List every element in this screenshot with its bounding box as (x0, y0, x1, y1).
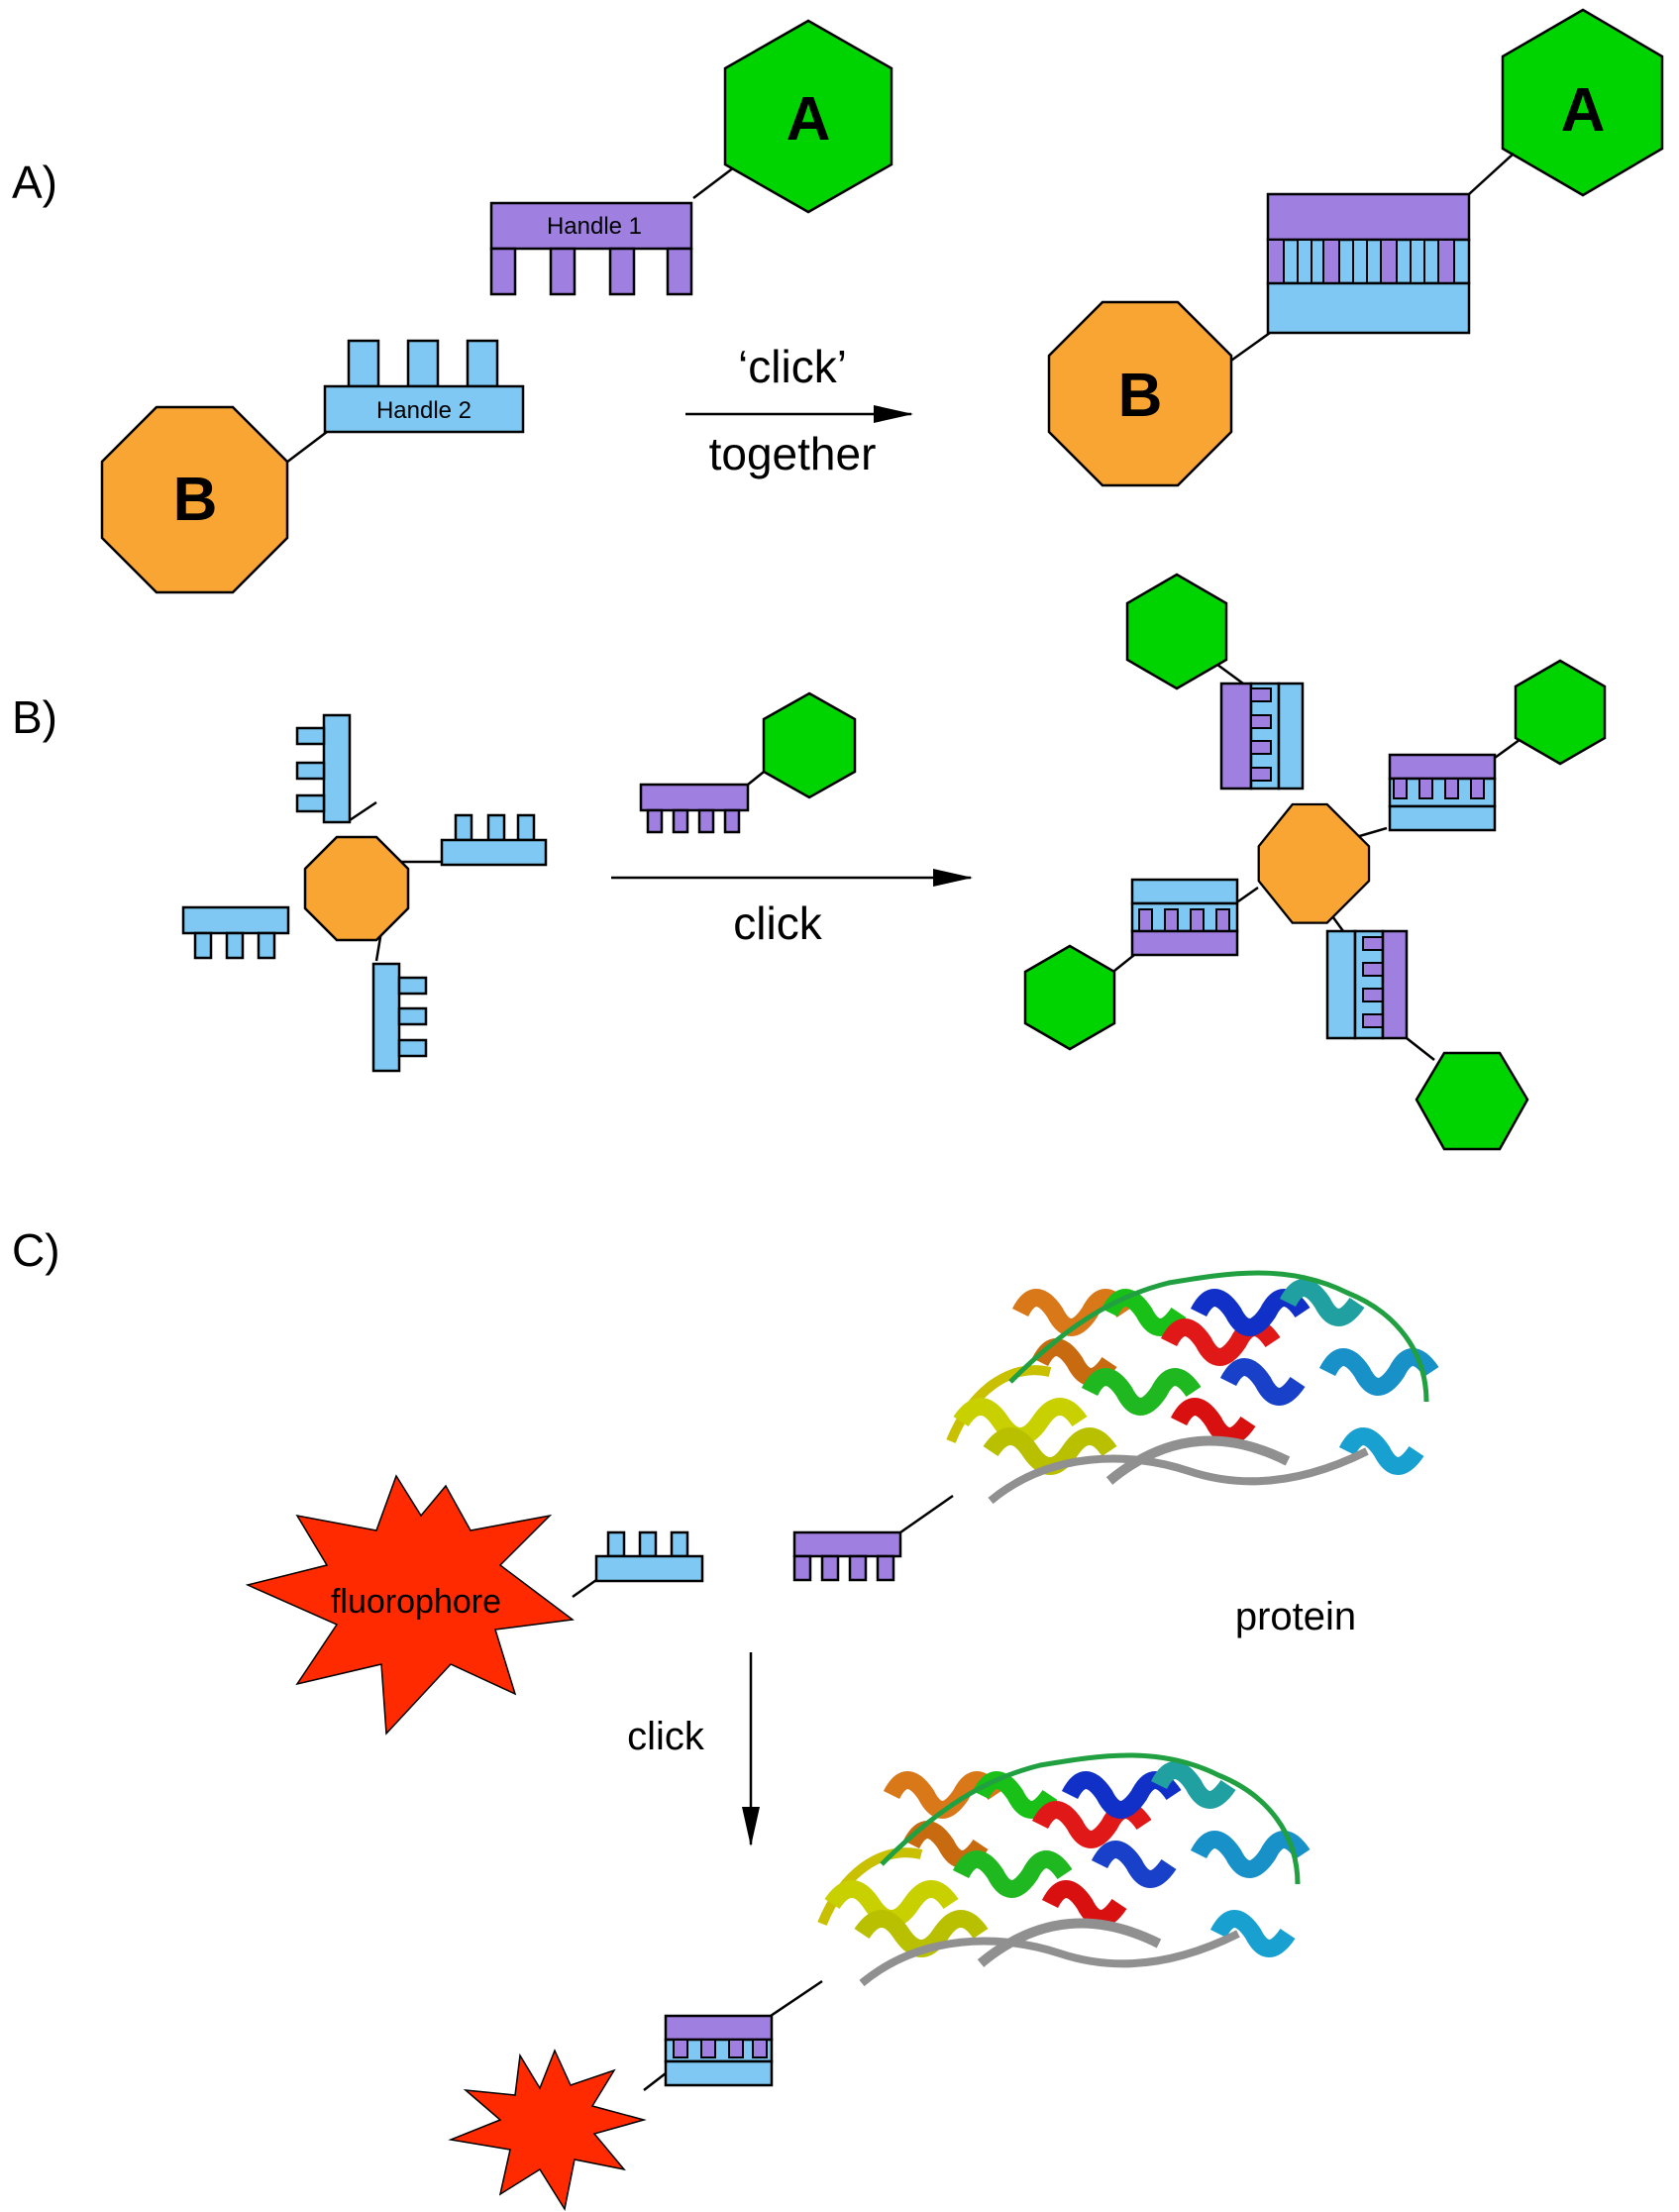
arrow-label: click (627, 1715, 705, 1758)
handle-1 (489, 201, 693, 296)
linker-line (346, 800, 377, 824)
linker-line (1406, 1037, 1435, 1061)
handle-right (440, 813, 548, 867)
protein-handle (792, 1530, 902, 1582)
protein-ribbon-icon (817, 1752, 1311, 1987)
hexagon-icon (1023, 944, 1116, 1051)
linker-line (281, 431, 328, 467)
linker-line (770, 1979, 823, 2018)
hexagon-icon (723, 19, 893, 214)
product-b-label: B (1118, 362, 1163, 430)
panel-a: A) A Handle 1 Handle 2 B ‘click’ toget (12, 8, 1664, 594)
arrow-label: click (733, 897, 822, 949)
arrow-top-label: ‘click’ (738, 341, 847, 392)
handle-top (295, 713, 352, 824)
octagon-icon (1047, 300, 1233, 487)
clicked-handle-pair (1266, 192, 1471, 335)
linker-line (1237, 886, 1259, 903)
handle-left (181, 905, 290, 960)
hexagon-icon (762, 691, 857, 799)
molecule-b-label: B (173, 466, 218, 534)
handle-2 (323, 339, 525, 434)
clicked-arm-bottom (1325, 929, 1409, 1040)
linker-line (572, 1578, 597, 1599)
panel-c: C) fluorophore (12, 1224, 1439, 2211)
reagent-handle (639, 783, 750, 834)
octagon-icon (1257, 802, 1371, 924)
panel-a-label: A) (12, 157, 57, 208)
handle-1-label: Handle 1 (547, 213, 642, 240)
linker-line (692, 163, 739, 199)
linker-line (1227, 331, 1271, 365)
octagon-icon (303, 835, 410, 942)
handle-bottom (371, 962, 428, 1073)
panel-c-label: C) (12, 1224, 60, 1276)
fluorophore-label: fluorophore (331, 1583, 501, 1621)
clicked-arm-right (1388, 753, 1497, 832)
hexagon-icon (1501, 8, 1664, 197)
linker-line (899, 1494, 954, 1534)
clicked-arm-left (1130, 878, 1239, 957)
clicked-arm-top (1219, 682, 1305, 790)
handle-2-label: Handle 2 (376, 397, 472, 424)
starburst-icon (448, 2049, 647, 2211)
arrow-bottom-label: together (709, 428, 877, 479)
protein-ribbon-icon (946, 1270, 1439, 1505)
molecule-a-label: A (787, 85, 831, 154)
hexagon-icon (1415, 1051, 1529, 1151)
product-a-label: A (1561, 76, 1606, 145)
hexagon-icon (1514, 659, 1607, 766)
fluorophore-handle (594, 1530, 704, 1583)
octagon-icon (100, 405, 289, 594)
panel-b: B) (12, 573, 1607, 1151)
hexagon-icon (1125, 573, 1228, 690)
linker-line (643, 2072, 667, 2091)
clicked-handle-pair (664, 2014, 774, 2087)
starburst-icon (245, 1474, 575, 1736)
linker-line (1468, 153, 1515, 195)
panel-b-label: B) (12, 691, 57, 743)
protein-label: protein (1235, 1595, 1356, 1638)
